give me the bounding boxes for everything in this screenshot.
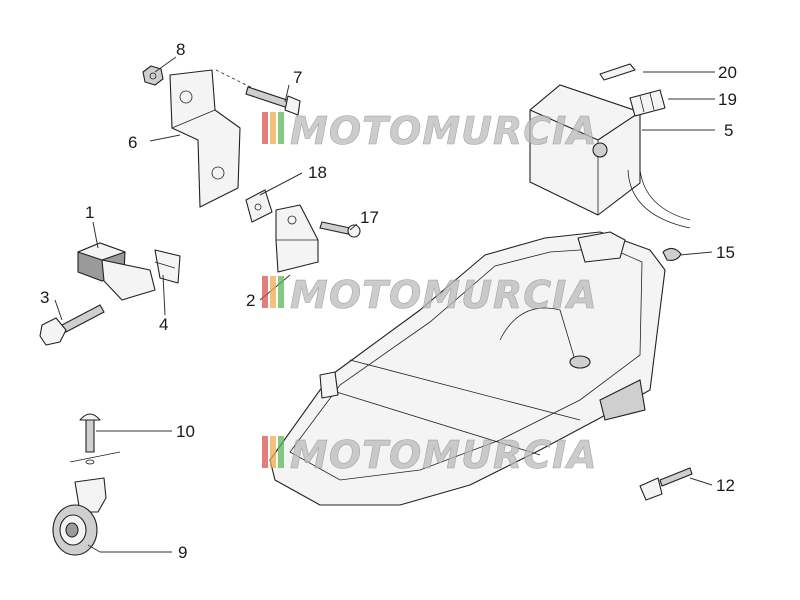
callout-17: 17 xyxy=(360,208,379,227)
callout-7: 7 xyxy=(293,68,302,87)
callout-labels: 8 7 6 18 17 1 3 4 2 20 19 5 15 12 10 9 xyxy=(40,40,737,562)
part-5-battery xyxy=(529,84,691,229)
callout-6: 6 xyxy=(128,133,137,152)
part-9-horn xyxy=(52,451,121,556)
callout-12: 12 xyxy=(716,476,735,495)
part-1-relay xyxy=(77,242,156,301)
part-12-bolt xyxy=(639,467,693,501)
part-18-bracket xyxy=(245,189,273,223)
part-4-clip xyxy=(154,249,181,284)
part-15-clamp xyxy=(662,247,682,261)
callout-8: 8 xyxy=(176,40,185,59)
callout-5: 5 xyxy=(724,121,733,140)
part-19-fuse-holder xyxy=(629,89,666,117)
part-2-bracket xyxy=(275,204,319,273)
callout-10: 10 xyxy=(176,422,195,441)
callout-3: 3 xyxy=(40,288,49,307)
svg-text:MOTOMURCIA: MOTOMURCIA xyxy=(290,109,598,153)
watermark-1: MOTOMURCIA xyxy=(262,109,598,153)
callout-4: 4 xyxy=(159,315,168,334)
part-8-nut xyxy=(142,65,164,86)
callout-1: 1 xyxy=(85,203,94,222)
callout-15: 15 xyxy=(716,243,735,262)
svg-text:MOTOMURCIA: MOTOMURCIA xyxy=(290,273,598,317)
callout-18: 18 xyxy=(308,163,327,182)
callout-19: 19 xyxy=(718,90,737,109)
part-7-bolt xyxy=(215,69,301,116)
part-3-bolt xyxy=(39,304,105,346)
part-10-bolt xyxy=(79,413,101,465)
callout-9: 9 xyxy=(178,543,187,562)
callout-20: 20 xyxy=(718,63,737,82)
part-6-bracket xyxy=(169,69,241,208)
watermark-3: MOTOMURCIA xyxy=(262,433,598,477)
part-20-fuse xyxy=(599,63,636,81)
callout-2: 2 xyxy=(246,291,255,310)
svg-text:MOTOMURCIA: MOTOMURCIA xyxy=(290,433,598,477)
storage-compartment xyxy=(269,231,666,506)
part-17-screw xyxy=(319,221,361,238)
watermark-2: MOTOMURCIA xyxy=(262,273,598,317)
